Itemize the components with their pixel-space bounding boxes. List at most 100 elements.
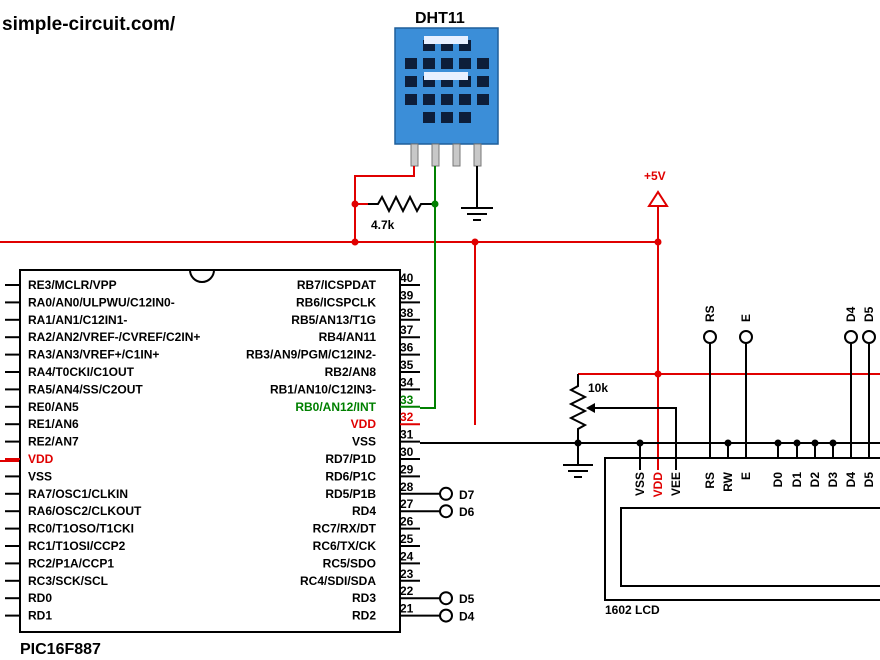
- sensor-pin-data: [431, 143, 440, 167]
- pot-zigzag: [568, 374, 588, 443]
- grill-slot: [423, 94, 435, 105]
- mcu-pin-number: 34: [400, 375, 414, 389]
- grill-slot: [459, 40, 471, 51]
- mcu-name: PIC16F887: [20, 641, 101, 658]
- mcu-right-pin-label: RB0/AN12/INT: [295, 400, 376, 414]
- junction: [724, 439, 732, 447]
- data-line: [420, 166, 439, 409]
- grill-slot: [459, 76, 471, 87]
- sensor-pin-vcc: [410, 143, 419, 167]
- junction: [793, 439, 801, 447]
- sensor-pin-nc: [452, 143, 461, 167]
- junction: [654, 238, 662, 246]
- junction: [774, 439, 782, 447]
- mcu-pin-number: 30: [400, 445, 414, 459]
- mcu-notch: [189, 269, 215, 283]
- junction: [811, 439, 819, 447]
- grill-slot: [423, 58, 435, 69]
- mcu-left-pins: RE3/MCLR/VPPRA0/AN0/ULPWU/C12IN0-RA1/AN1…: [5, 278, 200, 623]
- grill-slot: [441, 58, 453, 69]
- grill-slot: [441, 76, 453, 87]
- mcu-left-pin-label: VSS: [28, 469, 52, 483]
- mcu-pin-number: 33: [400, 393, 414, 407]
- mcu-pin-number: 39: [400, 288, 414, 302]
- mcu-left-pin-label: RA5/AN4/SS/C2OUT: [28, 382, 143, 396]
- mcu-right-pin-label: RC6/TX/CK: [313, 539, 377, 553]
- site-url: simple-circuit.com/: [2, 14, 176, 35]
- mcu-pin-number: 29: [400, 462, 414, 476]
- lcd-top-terminal-label: E: [739, 314, 753, 322]
- mcu-right-pin-label: RB6/ICSPCLK: [296, 295, 376, 309]
- pot-wiper-wire: [588, 407, 677, 470]
- mcu-right-pin-label: RB3/AN9/PGM/C12IN2-: [246, 348, 376, 362]
- mcu-right-pin-label: RD5/P1B: [325, 487, 376, 501]
- junction: [636, 439, 644, 447]
- power-wiring: [0, 166, 880, 470]
- lcd-pin-label: VSS: [633, 472, 647, 496]
- lcd-pin-label: E: [739, 472, 753, 480]
- mcu-pin-number: 22: [400, 584, 414, 598]
- lcd-name: 1602 LCD: [605, 603, 660, 617]
- supply-arrow-icon: [647, 190, 669, 207]
- grill-highlight: [424, 72, 468, 80]
- grill-slot: [477, 76, 489, 87]
- mcu-left-pin-label: RD0: [28, 591, 52, 605]
- mcu-pin-number: 36: [400, 341, 414, 355]
- mcu-right-pin-label: RC5/SDO: [323, 556, 376, 570]
- data-wire: [420, 166, 436, 409]
- junction: [654, 370, 662, 378]
- lcd-body: [604, 457, 880, 601]
- lcd-pin-label: RS: [703, 472, 717, 489]
- terminal-label: D5: [459, 592, 475, 606]
- mcu-left-pin-label: RA6/OSC2/CLKOUT: [28, 504, 142, 518]
- lcd-pin-label: D1: [790, 472, 804, 488]
- terminal-label: D7: [459, 488, 475, 502]
- mcu-right-pin-label: RB5/AN13/T1G: [291, 313, 376, 327]
- mcu-right-pin-label: RC7/RX/DT: [313, 522, 377, 536]
- mcu-left-pin-label: RC0/T1OSO/T1CKI: [28, 522, 134, 536]
- terminal-icon: [739, 330, 753, 344]
- grill-slot: [459, 94, 471, 105]
- pullup-resistor: 4.7k: [368, 194, 435, 232]
- junction: [471, 238, 479, 246]
- mcu-pin-number: 26: [400, 515, 414, 529]
- lcd-pin-label: VEE: [669, 472, 683, 496]
- junction: [829, 439, 837, 447]
- mcu-right-pin-label: RC4/SDI/SDA: [300, 574, 376, 588]
- grill-slot: [459, 58, 471, 69]
- sensor-grill: [405, 36, 489, 123]
- mcu-left-pin-label: VDD: [28, 452, 54, 466]
- mcu-left-pin-label: RA1/AN1/C12IN1-: [28, 313, 127, 327]
- supply-label: +5V: [644, 169, 666, 183]
- resistor-value: 4.7k: [371, 218, 395, 232]
- mcu-chip: RE3/MCLR/VPPRA0/AN0/ULPWU/C12IN0-RA1/AN1…: [5, 269, 475, 658]
- lcd-screen: [620, 507, 880, 587]
- lcd-top-terminal-label: RS: [703, 305, 717, 322]
- mcu-left-pin-label: RA7/OSC1/CLKIN: [28, 487, 128, 501]
- mcu-pin-number: 37: [400, 323, 414, 337]
- mcu-right-pin-label: VSS: [352, 435, 376, 449]
- mcu-right-pin-label: RD2: [352, 609, 376, 623]
- mcu-right-pin-label: VDD: [351, 417, 377, 431]
- mcu-right-pin-label: RD3: [352, 591, 376, 605]
- mcu-body: [19, 269, 401, 633]
- mcu-pin-number: 25: [400, 532, 414, 546]
- mcu-left-pin-label: RC2/P1A/CCP1: [28, 556, 114, 570]
- sensor-name: DHT11: [415, 10, 465, 27]
- grill-highlight: [424, 36, 468, 44]
- terminal-icon: [703, 330, 717, 344]
- mcu-pin-number: 21: [400, 602, 414, 616]
- mcu-pin-number: 40: [400, 271, 414, 285]
- sensor-pin-gnd: [473, 143, 482, 167]
- mcu-right-pin-label: RB2/AN8: [325, 365, 377, 379]
- grill-slot: [405, 94, 417, 105]
- junction: [431, 200, 439, 208]
- supply-symbol: +5V: [644, 169, 669, 207]
- terminal-icon: [439, 486, 453, 501]
- terminal-icon: [439, 504, 453, 519]
- sensor-ground: [461, 166, 493, 221]
- lcd-top-terminal-label: D5: [862, 306, 876, 322]
- mcu-right-pin-label: RB1/AN10/C12IN3-: [270, 382, 376, 396]
